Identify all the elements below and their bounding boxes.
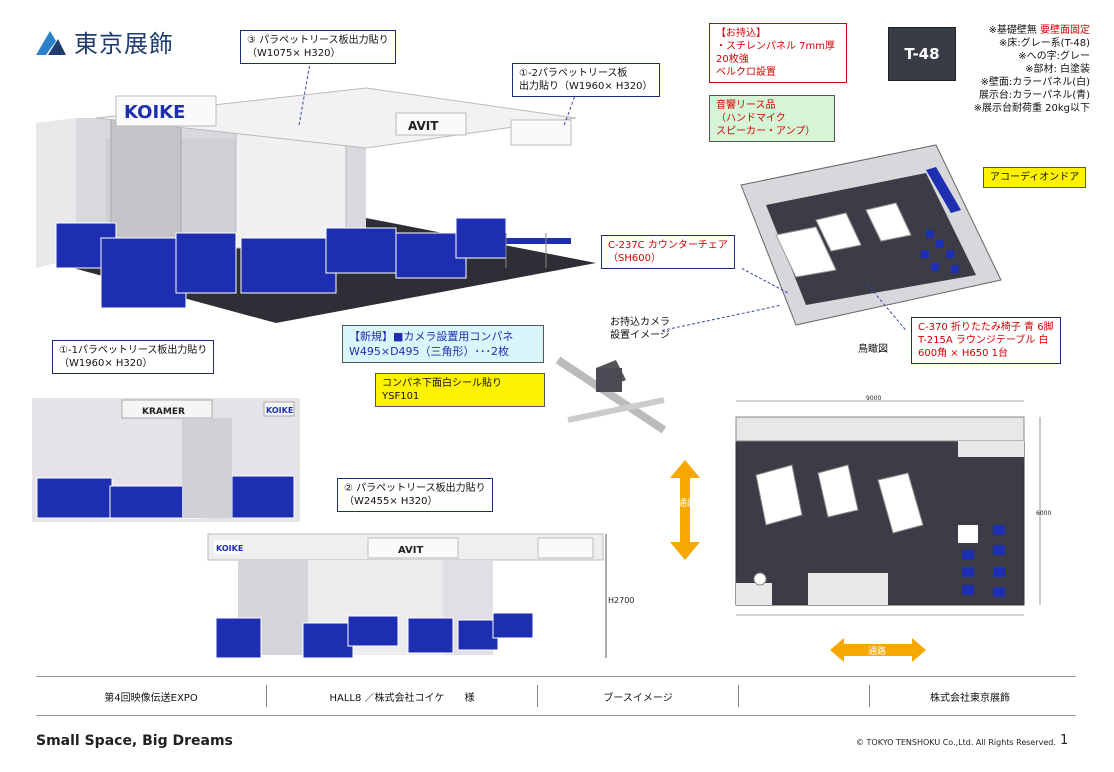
note-line2: ※床:グレー系(T-48) [998,38,1090,49]
note-line4: ※部材: 白塗装 [1025,64,1090,75]
footer-separator [266,685,267,707]
camera-image-label: お持込カメラ 設置イメージ [610,316,670,342]
callout-parapet-2-size: （W2455× H320） [344,496,438,507]
callout-counter-chair: C-237C カウンターチェア （SH600） [601,235,735,269]
accordion-door-label: アコーディオンドア [983,167,1087,188]
note-line1a: ※基礎壁無 [988,25,1040,36]
footer-separator [537,685,538,707]
sound-line2: （ハンドマイク [716,113,786,124]
footer-title: ブースイメージ [603,692,673,704]
footer-hall: HALL8 ／株式会社コイケ 様 [329,692,475,704]
bring-in-line2: 20枚強 [716,54,749,65]
callout-parapet-1-2: ①-2パラペットリース板 出力貼り（W1960× H320） [512,63,660,97]
plan-dim-side: 6000 [1036,510,1051,517]
note-line7: ※展示台耐荷重 20kg以下 [973,103,1090,114]
aisle-label-vertical: 通路 [678,497,696,509]
sound-box: 音響リース品 （ハンドマイク スピーカー・アンプ） [709,95,835,142]
avit-logo-front: AVIT [398,545,424,556]
callout-folding-chair: C-370 折りたたみ椅子 青 6脚 T-215A ラウンジテーブル 白 600… [911,317,1061,364]
koike-logo-front: KOIKE [216,544,243,553]
floor-plan: 9000 6000 [735,395,1051,616]
accordion-door-text: アコーディオンドア [990,172,1080,183]
height-label: H2700 [608,596,634,605]
callout-parapet-3: ③ パラペットリース板出力貼り （W1075× H320） [240,30,396,64]
counter-chair-line2: （SH600） [608,253,661,264]
copyright: © TOKYO TENSHOKU Co.,Ltd. All Rights Res… [856,738,1056,747]
folding-line2: T-215A ラウンジテーブル 白 [918,335,1049,346]
new-panel-box: 【新規】■カメラ設置用コンパネ W495×D495（三角形）･･･2枚 [342,325,544,363]
bring-in-title: 【お持込】 [716,28,766,39]
booth-render-side: KRAMER KOIKE [32,398,300,522]
callout-parapet-1-2-title: ①-2パラペットリース板 [519,68,628,79]
note-line6: 展示台:カラーパネル(青) [978,90,1090,101]
logo-text: 東京展飾 [74,30,174,58]
counter-chair-line1: C-237C カウンターチェア [608,240,728,251]
tagline: Small Space, Big Dreams [36,733,233,749]
folding-line1: C-370 折りたたみ椅子 青 6脚 [918,322,1054,333]
footer-separator [738,685,739,707]
floor-swatch-label: T-48 [904,45,940,63]
callout-parapet-1-1-size: （W1960× H320） [59,358,153,369]
avit-logo-main: AVIT [408,119,439,133]
camera-line2: 設置イメージ [610,330,670,341]
birdseye-view [740,144,1002,326]
callout-parapet-2-title: ② パラペットリース板出力貼り [344,483,486,494]
footer-event: 第4回映像伝送EXPO [104,692,198,704]
camera-mount-sketch [555,356,667,434]
sticker-line1: コンパネ下面白シール貼り [382,378,502,389]
spec-notes: ※基礎壁無 要壁面固定 ※床:グレー系(T-48) ※への字:グレー ※部材: … [940,24,1090,115]
koike-logo-side: KOIKE [266,406,293,415]
company-logo: 東京展飾 [36,24,174,59]
booth-render-main: KOIKE AVIT [36,87,596,323]
callout-parapet-3-title: ③ パラペットリース板出力貼り [247,35,389,46]
sound-line3: スピーカー・アンプ） [716,126,816,137]
bring-in-line3: ベルクロ設置 [716,67,776,78]
kramer-logo-side: KRAMER [142,407,185,417]
callout-parapet-1-1: ①-1パラペットリース板出力貼り （W1960× H320） [52,340,215,374]
folding-line3: 600角 × H650 1台 [918,348,1008,359]
sticker-box: コンパネ下面白シール貼り YSF101 [375,373,545,407]
note-line3: ※への字:グレー [1018,51,1090,62]
booth-render-front: KOIKE AVIT H2700 [207,533,634,659]
note-line5: ※壁面:カラーパネル(白) [980,77,1090,88]
floor-swatch: T-48 [888,27,956,81]
callout-parapet-1-2-size: 出力貼り（W1960× H320） [519,81,653,92]
logo-mark-icon [36,30,66,55]
note-line1b: 要壁面固定 [1040,25,1090,36]
callout-parapet-3-size: （W1075× H320） [247,48,341,59]
callout-parapet-2: ② パラペットリース板出力貼り （W2455× H320） [337,478,493,512]
footer-bar: 第4回映像伝送EXPO HALL8 ／株式会社コイケ 様 ブースイメージ 株式会… [36,676,1076,716]
new-panel-line2: W495×D495（三角形）･･･2枚 [349,345,510,358]
aisle-arrow-horizontal: 通路 [830,638,926,662]
plan-dim-total: 9000 [866,395,881,402]
sticker-line2: YSF101 [382,391,420,402]
aisle-arrow-vertical: 通路 [670,460,700,560]
footer-company: 株式会社東京展飾 [930,692,1010,704]
birdseye-label: 鳥瞰図 [858,344,888,355]
bring-in-box: 【お持込】 ・スチレンパネル 7mm厚 20枚強 ベルクロ設置 [709,23,847,83]
camera-line1: お持込カメラ [610,317,670,328]
sound-line1: 音響リース品 [716,100,776,111]
aisle-label-horizontal: 通路 [868,645,886,657]
page-number: 1 [1060,733,1069,748]
callout-parapet-1-1-title: ①-1パラペットリース板出力貼り [59,345,208,356]
bring-in-line1: ・スチレンパネル 7mm厚 [716,41,836,52]
footer-separator [869,685,870,707]
koike-logo-main: KOIKE [124,102,185,123]
new-panel-line1: 【新規】■カメラ設置用コンパネ [349,330,514,343]
